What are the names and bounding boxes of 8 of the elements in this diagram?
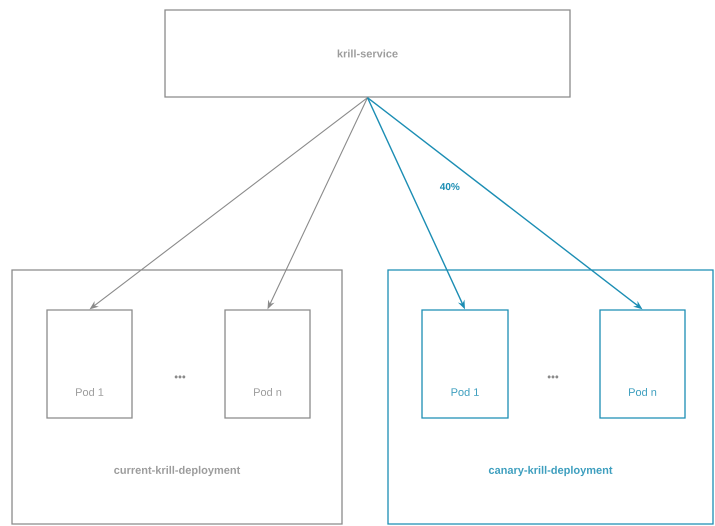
pod-box: Pod 1 <box>421 309 509 419</box>
ellipsis: ••• <box>548 375 558 378</box>
pod-box: Pod 1 <box>46 309 133 419</box>
ellipsis: ••• <box>174 375 186 378</box>
pod-box: Pod n <box>599 309 686 419</box>
pod-box: Pod n <box>224 309 311 419</box>
edge-label: 40% <box>438 182 461 192</box>
service-box: krill-service <box>164 9 571 98</box>
